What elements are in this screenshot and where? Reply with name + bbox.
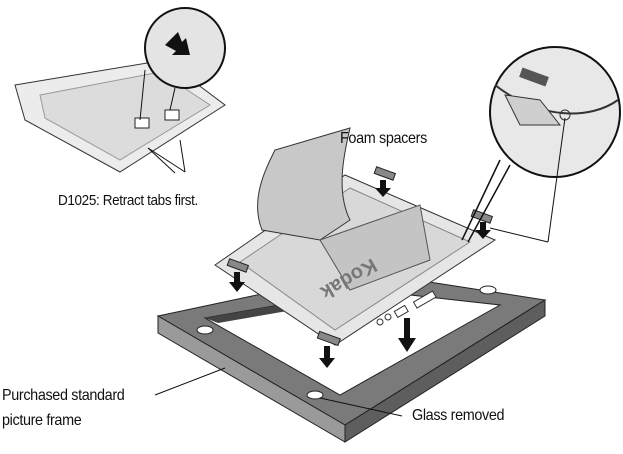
insert-arrow [398, 318, 416, 352]
label-retract-tabs: D1025: Retract tabs first. [58, 192, 198, 209]
down-arrows [229, 180, 491, 368]
picture-frame [156, 271, 547, 443]
frame-leader-line [154, 367, 226, 396]
hanger-hole-icon [479, 285, 497, 295]
magnifier-spacer-detail [461, 46, 621, 243]
control-buttons [376, 290, 437, 326]
label-frame-line1: Purchased standard [2, 387, 125, 404]
label-foam-spacers: Foam spacers [340, 130, 427, 147]
stand [257, 127, 351, 241]
back-panel-inset [14, 7, 226, 174]
kodak-frame-device: Kodak [214, 127, 497, 346]
hanger-hole-icon [196, 325, 214, 335]
label-frame-line2: picture frame [2, 412, 82, 429]
label-glass-removed: Glass removed [412, 407, 505, 424]
hanger-hole-icon [306, 390, 324, 400]
glass-leader-line [319, 397, 403, 417]
